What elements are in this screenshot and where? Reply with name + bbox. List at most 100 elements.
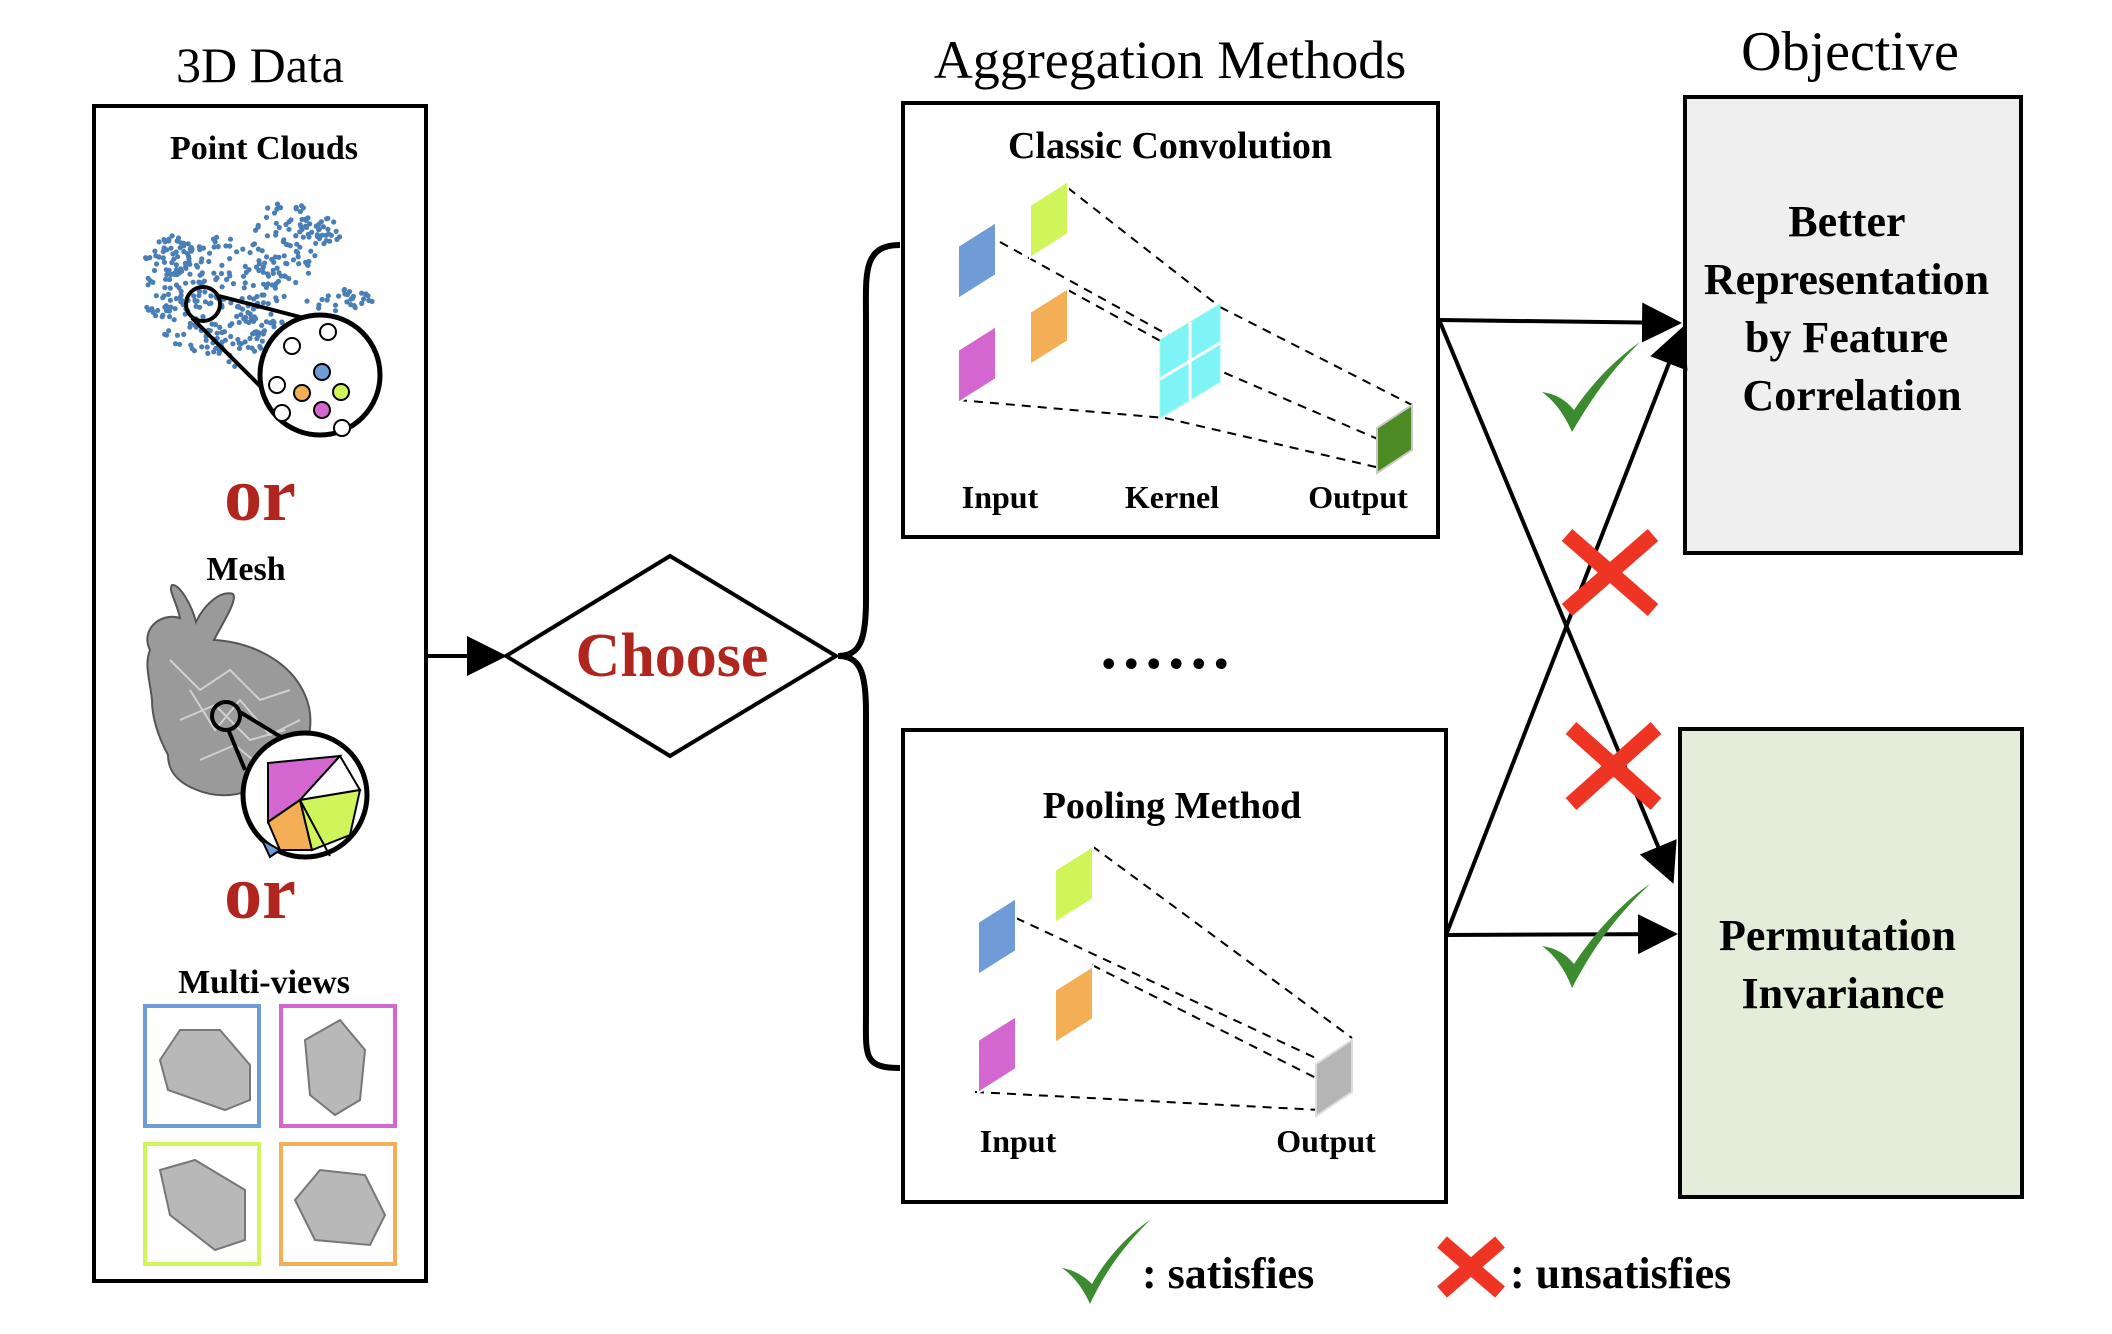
- point-cloud-point: [361, 296, 367, 302]
- pool-input-magenta: [977, 1014, 1017, 1095]
- point-cloud-point: [273, 220, 279, 226]
- choose-diamond: [502, 553, 840, 759]
- car-icon: [158, 1018, 387, 1252]
- point-cloud-point: [304, 298, 310, 304]
- classic-kernel-label: Kernel: [1125, 479, 1219, 515]
- point-cloud-point: [297, 222, 303, 228]
- better-line-2: Representation: [1704, 255, 1989, 304]
- point-cloud-point: [312, 253, 318, 259]
- point-cloud-point: [160, 255, 166, 261]
- point-cloud-point: [265, 281, 271, 287]
- point-cloud-point: [324, 297, 330, 303]
- point-cloud-point: [241, 273, 247, 279]
- point-cloud-point: [181, 248, 187, 255]
- point-cloud-point: [319, 296, 325, 303]
- point-cloud-point: [325, 226, 331, 232]
- point-cloud-point: [327, 238, 333, 244]
- point-cloud-point: [257, 343, 263, 350]
- point-cloud-point: [214, 330, 220, 336]
- point-cloud-point: [186, 253, 192, 260]
- point-cloud-point: [316, 227, 322, 233]
- data-panel: [92, 104, 428, 1283]
- point-cloud-point: [173, 296, 179, 302]
- point-cloud-point: [191, 293, 197, 299]
- kernel-grid: [1159, 303, 1221, 419]
- point-cloud-point: [274, 201, 281, 207]
- point-cloud-point: [183, 280, 189, 286]
- point-cloud-point: [197, 304, 203, 310]
- legend-cross-icon: [1437, 1236, 1505, 1298]
- point-cloud-point: [227, 236, 234, 242]
- multiviews-label: Multi-views: [178, 964, 350, 1001]
- point-cloud-point: [242, 314, 249, 320]
- pooling-output-label: Output: [1276, 1123, 1376, 1159]
- point-cloud-point: [316, 305, 322, 311]
- point-cloud-point: [239, 306, 246, 312]
- point-cloud-point: [265, 271, 271, 277]
- point-cloud-point: [299, 226, 305, 232]
- classic-output-label: Output: [1308, 479, 1408, 515]
- point-cloud-point: [259, 292, 265, 298]
- point-cloud-point: [295, 254, 301, 260]
- point-cloud-point: [300, 205, 306, 211]
- point-cloud-point: [145, 282, 151, 288]
- point-cloud-point: [284, 242, 291, 248]
- better-line-3: by Feature: [1745, 313, 1948, 362]
- point-cloud-point: [151, 267, 158, 274]
- point-cloud-point: [297, 208, 303, 215]
- point-cloud-point: [247, 311, 253, 317]
- point-cloud-point: [200, 314, 206, 320]
- point-cloud-point: [178, 288, 184, 294]
- point-cloud-point: [344, 299, 350, 305]
- point-cloud-point: [242, 280, 248, 286]
- perm-line-2: Invariance: [1742, 969, 1945, 1018]
- bunny-mesh-icon: [146, 584, 370, 860]
- point-cloud-point: [369, 298, 375, 304]
- point-cloud-point: [197, 247, 203, 253]
- point-cloud-point: [187, 246, 193, 252]
- point-cloud-point: [196, 288, 203, 295]
- point-cloud-point: [320, 224, 326, 230]
- or-separator-1: or: [224, 453, 296, 537]
- point-cloud-point: [269, 282, 275, 288]
- point-cloud-point: [219, 262, 225, 268]
- point-cloud-point: [236, 319, 242, 326]
- input-feature-magenta: [957, 324, 997, 405]
- point-cloud-point: [263, 319, 269, 325]
- methods-section-title: Aggregation Methods: [934, 30, 1406, 90]
- point-cloud-point: [188, 342, 194, 348]
- point-cloud-point: [203, 337, 209, 343]
- objective-section-title: Objective: [1741, 21, 1959, 83]
- mesh-label: Mesh: [206, 551, 285, 588]
- point-cloud-point: [271, 210, 278, 216]
- legend-check-icon: [1062, 1220, 1150, 1304]
- point-cloud-point: [164, 247, 170, 253]
- point-cloud-point: [305, 215, 311, 221]
- pool-input-blue: [977, 896, 1017, 977]
- point-cloud-point: [228, 333, 234, 340]
- point-cloud-point: [210, 236, 217, 242]
- point-cloud-point: [261, 329, 267, 335]
- point-cloud-point: [263, 214, 270, 220]
- point-cloud-point: [193, 298, 199, 304]
- point-cloud-point: [175, 254, 181, 260]
- point-cloud-point: [217, 324, 223, 330]
- point-cloud-point: [202, 289, 208, 295]
- point-cloud-point: [230, 281, 236, 287]
- point-cloud-point: [201, 278, 207, 284]
- point-cloud-point: [256, 267, 262, 274]
- point-cloud-point: [235, 303, 241, 309]
- view-frame-lime: [143, 1142, 261, 1266]
- point-cloud-point: [234, 249, 240, 255]
- point-cloud-point: [255, 224, 261, 230]
- point-cloud-point: [198, 259, 204, 265]
- point-cloud-point: [337, 234, 343, 240]
- point-cloud-point: [293, 204, 299, 210]
- point-cloud-point: [211, 244, 217, 250]
- point-cloud-point: [277, 205, 284, 211]
- point-cloud-point: [199, 270, 205, 276]
- point-cloud-point: [336, 293, 342, 299]
- point-cloud-point: [293, 279, 299, 286]
- point-cloud-point: [319, 232, 325, 238]
- point-cloud-point: [202, 299, 208, 305]
